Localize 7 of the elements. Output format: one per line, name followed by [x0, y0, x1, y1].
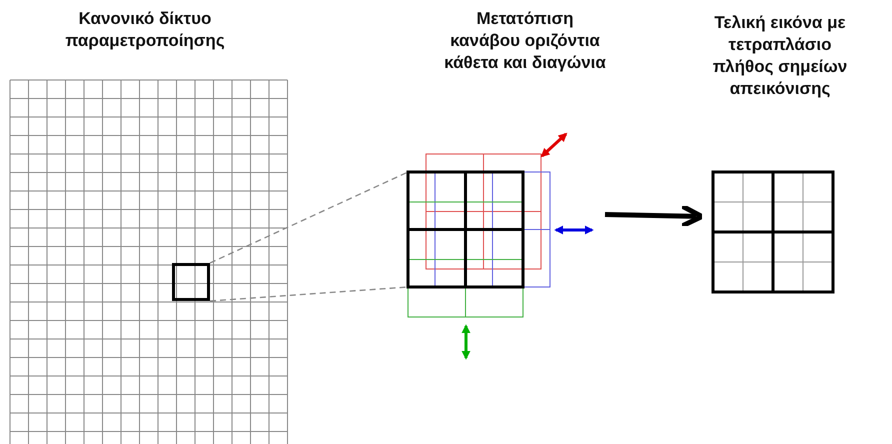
panel-heading: Τελική εικόνα με τετραπλάσιο πλήθος σημείων απεικόνισης — [712, 12, 848, 100]
zoom-line — [210, 171, 408, 264]
panel-heading: Μετατόπιση κανάβου οριζόντια κάθετα και διαγώνια — [443, 8, 607, 74]
implies-arrow — [604, 204, 704, 229]
zoom-line — [210, 286, 408, 302]
highlight-square — [172, 263, 210, 301]
panel-heading: Κανονικό δίκτυο παραμετροποίησης — [64, 8, 226, 52]
